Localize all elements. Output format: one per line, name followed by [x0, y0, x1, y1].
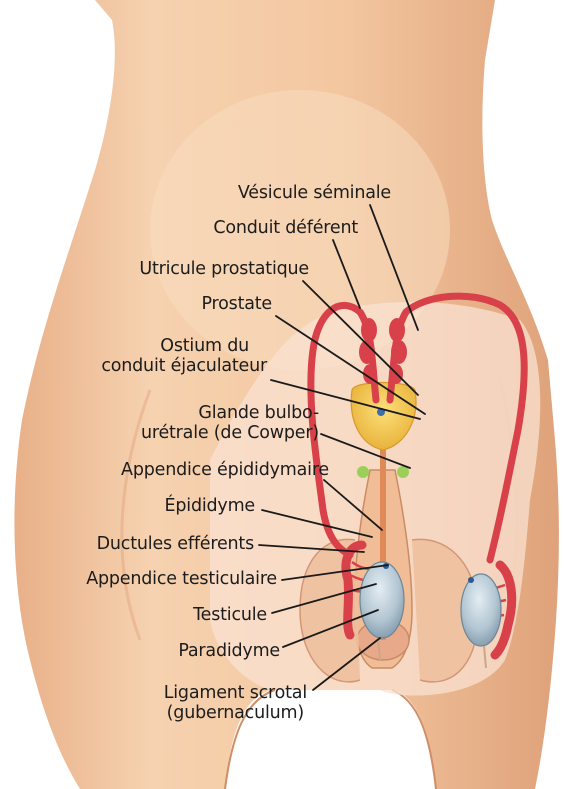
bulbourethral-gland-left [357, 466, 369, 478]
testis-left [360, 562, 404, 638]
testis-right [461, 574, 501, 646]
label-glande-line2: urétrale (de Cowper) [141, 423, 319, 443]
label-appendice-epididymaire: Appendice épididymaire [121, 460, 329, 480]
label-epididyme: Épididyme [165, 496, 255, 516]
label-conduit-deferent: Conduit déférent [213, 218, 358, 238]
testicular-appendix-right [468, 577, 474, 583]
label-prostate: Prostate [202, 294, 273, 314]
label-utricule-prostatique: Utricule prostatique [139, 259, 309, 279]
label-appendice-testiculaire: Appendice testiculaire [86, 569, 277, 589]
label-glande-bulbo-uretrale: Glande bulbo- urétrale (de Cowper) [141, 403, 319, 443]
label-ligament-line1: Ligament scrotal [164, 683, 307, 703]
label-paradidyme: Paradidyme [178, 641, 280, 661]
label-vesicule-seminale: Vésicule séminale [238, 183, 391, 203]
label-ligament-scrotal: Ligament scrotal (gubernaculum) [164, 683, 307, 723]
label-ligament-line2: (gubernaculum) [164, 703, 307, 723]
label-testicule: Testicule [193, 605, 267, 625]
label-ostium-conduit-ejaculateur: Ostium du conduit éjaculateur [101, 336, 267, 376]
label-ductules-efferents: Ductules efférents [97, 534, 254, 554]
label-glande-line1: Glande bulbo- [141, 403, 319, 423]
label-ostium-line1: Ostium du [101, 336, 267, 356]
label-ostium-line2: conduit éjaculateur [101, 356, 267, 376]
